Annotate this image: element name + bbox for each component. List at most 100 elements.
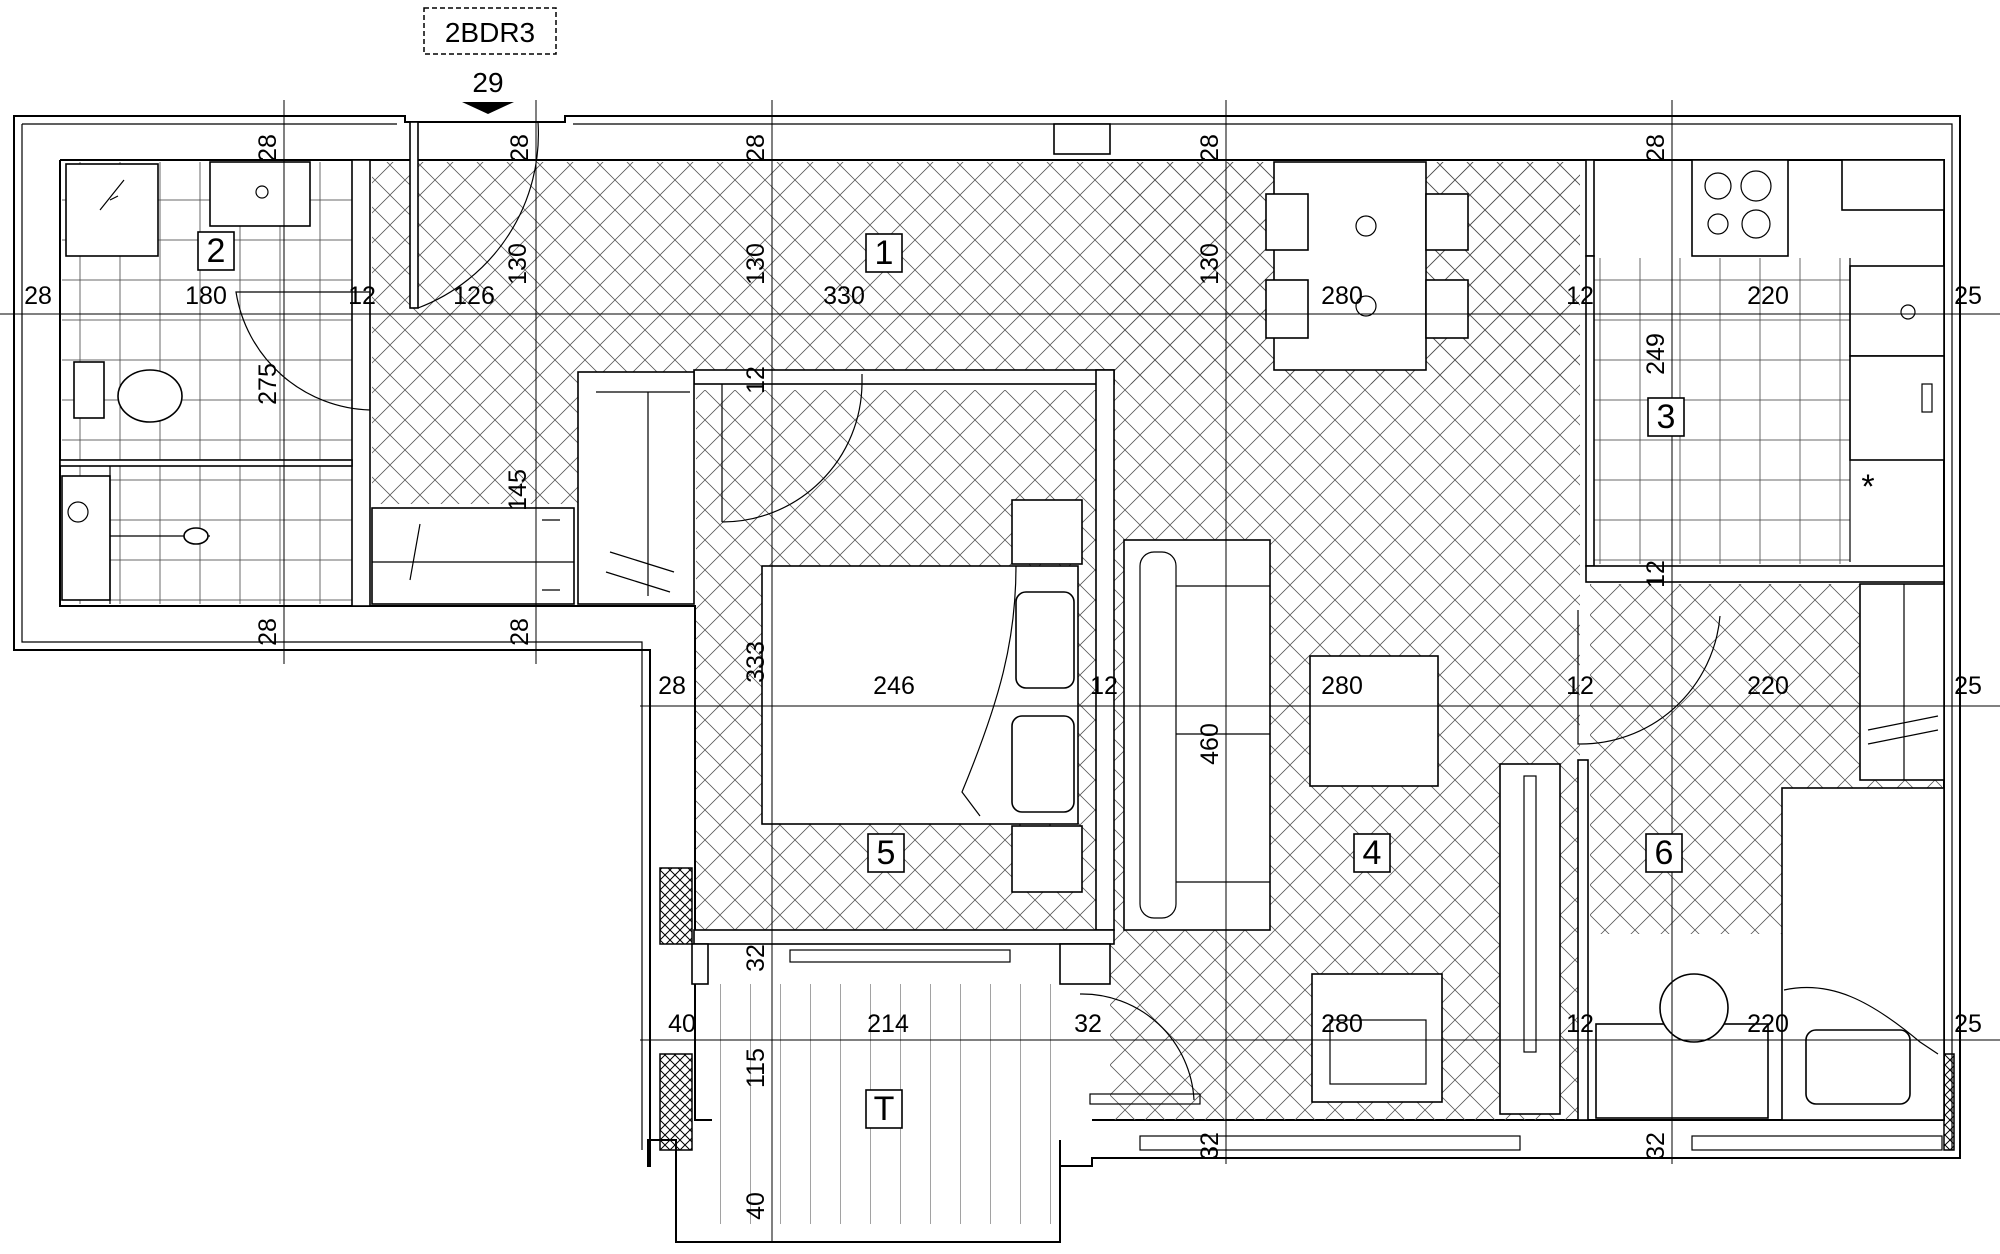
- dimension-label: 130: [1196, 243, 1224, 285]
- dimension-label: 32: [1074, 1010, 1102, 1038]
- hob: [1691, 159, 1789, 257]
- bedroom-wardrobe: [577, 371, 695, 605]
- bathroom-fixtures: [61, 161, 311, 604]
- hall-furniture: [371, 371, 695, 605]
- pillow-a: [1015, 591, 1075, 689]
- bedroom-furniture: [761, 499, 1083, 893]
- dimension-label: 40: [668, 1010, 696, 1038]
- sofa: [1123, 539, 1271, 931]
- dimension-label: 12: [1090, 672, 1118, 700]
- bedside-table-bottom: [1011, 825, 1083, 893]
- room-number-1: 1: [875, 234, 894, 272]
- kitchen-furniture: [1691, 159, 1945, 562]
- armchair: [1311, 973, 1443, 1103]
- dimension-label: 28: [1196, 134, 1224, 162]
- pillow-b: [1011, 715, 1075, 813]
- kitchen-tiles: [1590, 258, 1850, 564]
- dimension-label: 28: [254, 134, 282, 162]
- dimension-label: 220: [1747, 282, 1789, 310]
- sink: [209, 161, 311, 227]
- level-number: 29: [472, 67, 503, 98]
- column-hatch-c: [1943, 1053, 1955, 1151]
- dimension-label: 32: [1196, 1132, 1224, 1160]
- bedside-table-top: [1011, 499, 1083, 565]
- tv-unit: [1499, 763, 1561, 1115]
- windows: [789, 123, 1943, 1151]
- desk-chair: [1659, 973, 1729, 1043]
- dimension-label: 28: [742, 134, 770, 162]
- dimension-label: 249: [1642, 333, 1670, 375]
- room-number-6: 6: [1655, 834, 1674, 872]
- dimension-label: 275: [254, 363, 282, 405]
- dimension-label: 28: [506, 134, 534, 162]
- dimension-label: 25: [1954, 1010, 1982, 1038]
- dimension-label: 220: [1747, 672, 1789, 700]
- room-numbers: 1 2 3 4 5 6 T: [197, 231, 1685, 1129]
- dimension-label: 25: [1954, 672, 1982, 700]
- dimension-label: 40: [742, 1192, 770, 1220]
- hall-wardrobe: [371, 507, 575, 605]
- dimension-lines: [0, 100, 2000, 1242]
- level-arrow-icon: [462, 102, 514, 114]
- living-furniture: [1123, 539, 1561, 1115]
- fridge: [1849, 355, 1945, 461]
- dimension-label: 115: [742, 1048, 770, 1088]
- bed-pillow: [1805, 1029, 1911, 1105]
- dimension-label: 220: [1747, 1010, 1789, 1038]
- unit-tag: 2BDR3 29: [423, 7, 557, 114]
- dimension-label: 126: [453, 282, 495, 310]
- dimension-label: 28: [24, 282, 52, 310]
- dimension-label: 12: [742, 366, 770, 394]
- dimension-label: 246: [873, 672, 915, 700]
- dimension-label: 460: [1196, 723, 1224, 765]
- unit-tag-text: 2BDR3: [445, 17, 535, 48]
- room-number-4: 4: [1363, 834, 1382, 872]
- dimension-label: 12: [1566, 1010, 1594, 1038]
- bedroom2-door: [1577, 610, 1721, 745]
- dimension-label: 145: [504, 469, 532, 511]
- dimension-label: 12: [1566, 282, 1594, 310]
- dimension-label: 32: [742, 944, 770, 972]
- room-number-3: 3: [1657, 398, 1676, 436]
- dimension-texts: 28 28 28 28 28 28 180 12 126 130 130 330…: [24, 134, 1982, 1220]
- dimension-label: 28: [658, 672, 686, 700]
- dimension-label: 28: [1642, 134, 1670, 162]
- toilet-tank: [73, 361, 105, 419]
- column-hatch-b: [659, 1053, 693, 1151]
- dimension-label: 180: [185, 282, 227, 310]
- dimension-label: 333: [742, 641, 770, 683]
- microwave: [1841, 159, 1945, 211]
- kitchen-sink: [1849, 265, 1945, 357]
- bedroom-door: [721, 374, 863, 523]
- dimension-label: 280: [1321, 1010, 1363, 1038]
- dimension-label: 12: [1642, 560, 1670, 588]
- dimension-label: 130: [504, 243, 532, 285]
- bedroom2-wardrobe: [1859, 583, 1945, 781]
- bathroom-door: [235, 291, 371, 411]
- room-number-terrace: T: [874, 1090, 895, 1128]
- dimension-label: 214: [867, 1010, 909, 1038]
- coffee-table: [1309, 655, 1439, 787]
- dimension-label: 12: [348, 282, 376, 310]
- dimension-label: 32: [1642, 1132, 1670, 1160]
- dimension-label: 28: [254, 618, 282, 646]
- dimension-label: 12: [1566, 672, 1594, 700]
- entrance-door: [417, 121, 539, 309]
- dimension-label: 330: [823, 282, 865, 310]
- room-number-2: 2: [207, 232, 226, 270]
- interior-walls: [59, 121, 1955, 1151]
- dimension-label: 28: [506, 618, 534, 646]
- toilet: [117, 369, 183, 423]
- room-number-5: 5: [877, 834, 896, 872]
- dimension-label: 280: [1321, 672, 1363, 700]
- terrace-door: [1079, 993, 1195, 1101]
- dimension-label: 130: [742, 243, 770, 285]
- bathtub-shower: [65, 163, 159, 257]
- asterisk-mark: *: [1861, 468, 1874, 506]
- dimension-label: 280: [1321, 282, 1363, 310]
- column-hatch-a: [659, 867, 693, 945]
- washing-machine: [61, 475, 111, 601]
- dining-furniture: [1265, 161, 1469, 371]
- dimension-label: 25: [1954, 282, 1982, 310]
